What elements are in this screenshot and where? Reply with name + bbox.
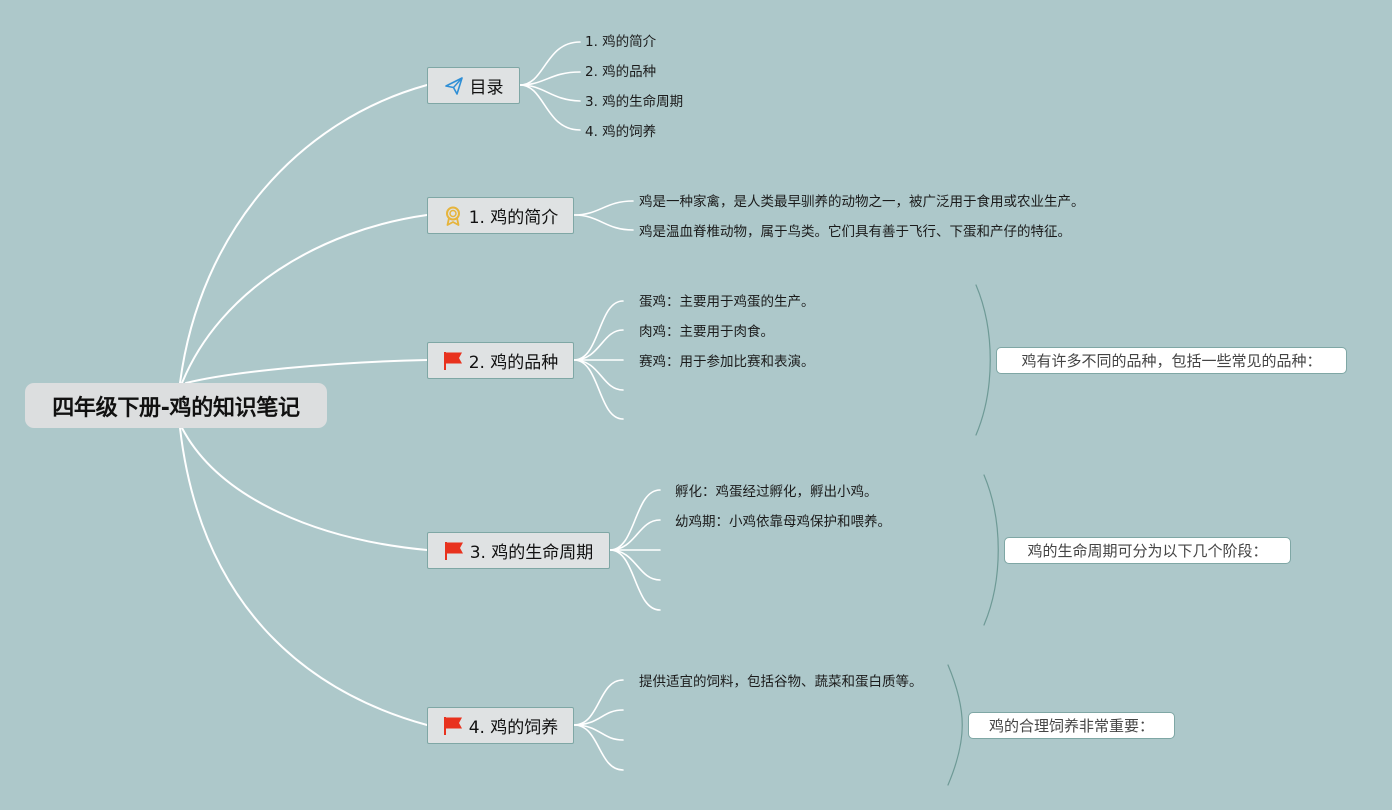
list-item[interactable]: 2. 鸡的品种 [585, 64, 657, 80]
connector-root-breeds [185, 359, 428, 384]
connector-root-feeding [179, 427, 428, 726]
topic-table-of-contents[interactable]: 目录 [427, 67, 520, 104]
list-item[interactable]: 1. 鸡的简介 [585, 34, 657, 50]
summary-life-cycle[interactable]: 鸡的生命周期可分为以下几个阶段： [1004, 537, 1291, 564]
topic-label: 2. 鸡的品种 [468, 353, 559, 373]
topic-label: 1. 鸡的简介 [468, 208, 559, 228]
red-flag-icon [443, 716, 463, 736]
list-item[interactable]: 鸡是温血脊椎动物，属于鸟类。它们具有善于飞行、下蛋和产仔的特征。 [639, 224, 1071, 240]
paper-plane-icon [444, 76, 464, 96]
summary-feeding[interactable]: 鸡的合理饲养非常重要： [968, 712, 1175, 739]
list-item[interactable]: 肉鸡：主要用于肉食。 [639, 324, 774, 340]
list-item[interactable]: 3. 鸡的生命周期 [585, 94, 684, 110]
topic-introduction[interactable]: 1. 鸡的简介 [427, 197, 574, 234]
list-item[interactable]: 蛋鸡：主要用于鸡蛋的生产。 [639, 294, 815, 310]
topic-label: 3. 鸡的生命周期 [469, 543, 594, 563]
topic-label: 4. 鸡的饲养 [468, 718, 559, 738]
list-item[interactable]: 赛鸡：用于参加比赛和表演。 [639, 354, 815, 370]
topic-breeds[interactable]: 2. 鸡的品种 [427, 342, 574, 379]
connector-root-lifecycle [181, 427, 428, 551]
connector-root-toc [179, 84, 428, 384]
topic-feeding[interactable]: 4. 鸡的饲养 [427, 707, 574, 744]
red-flag-icon [443, 351, 463, 371]
list-item[interactable]: 鸡是一种家禽，是人类最早驯养的动物之一，被广泛用于食用或农业生产。 [639, 194, 1085, 210]
topic-life-cycle[interactable]: 3. 鸡的生命周期 [427, 532, 610, 569]
red-flag-icon [444, 541, 464, 561]
award-ribbon-icon [443, 206, 463, 226]
central-topic[interactable]: 四年级下册-鸡的知识笔记 [25, 383, 327, 428]
list-item[interactable]: 4. 鸡的饲养 [585, 124, 657, 140]
list-item[interactable]: 孵化：鸡蛋经过孵化，孵出小鸡。 [675, 484, 878, 500]
topic-label: 目录 [469, 78, 504, 98]
list-item[interactable]: 提供适宜的饲料，包括谷物、蔬菜和蛋白质等。 [639, 674, 923, 690]
connector-root-intro [181, 214, 428, 384]
summary-breeds[interactable]: 鸡有许多不同的品种，包括一些常见的品种： [996, 347, 1347, 374]
list-item[interactable]: 幼鸡期：小鸡依靠母鸡保护和喂养。 [675, 514, 891, 530]
